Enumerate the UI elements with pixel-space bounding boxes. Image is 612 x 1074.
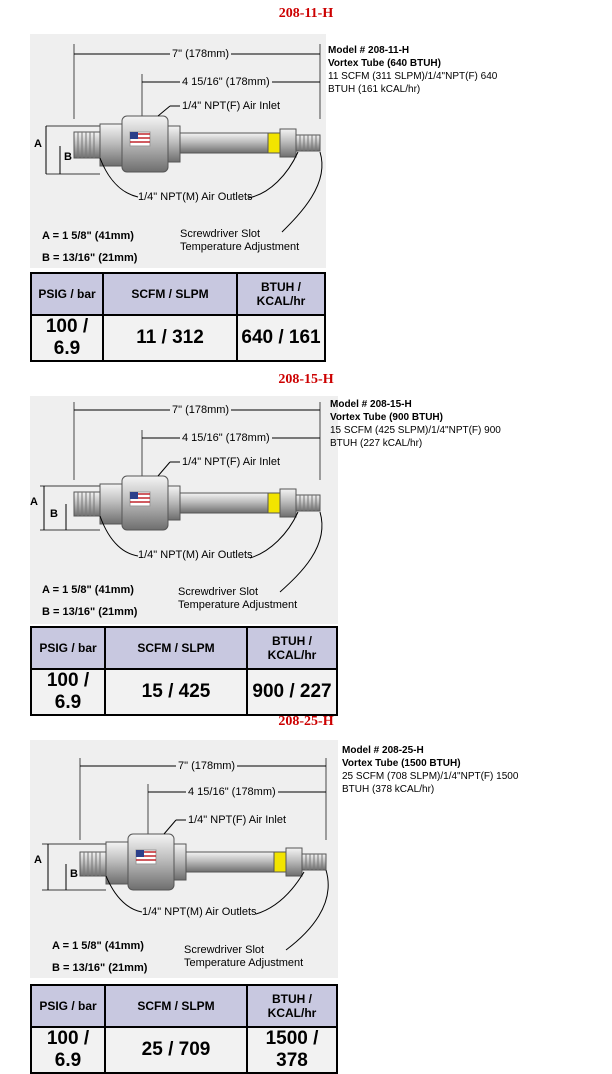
dim-a-marker: A [34, 854, 42, 866]
inner-length-label: 4 15/16" (178mm) [180, 432, 272, 444]
table-row: 100 / 6.9 25 / 709 1500 / 378 [30, 1026, 338, 1074]
length-label: 7" (178mm) [170, 48, 232, 60]
temperature-adjustment-label: Temperature Adjustment [178, 599, 298, 611]
psig-value: 100 / 6.9 [30, 668, 106, 716]
model-spec-line-2: BTUH (378 kCAL/hr) [342, 784, 435, 795]
product-section-208-11-h: 208-11-H [0, 0, 612, 362]
model-info: Model # 208-25-H Vortex Tube (1500 BTUH)… [342, 744, 542, 796]
performance-table: PSIG / bar SCFM / SLPM BTUH / KCAL/hr 10… [30, 626, 338, 716]
performance-table: PSIG / bar SCFM / SLPM BTUH / KCAL/hr 10… [30, 984, 338, 1074]
scfm-value: 25 / 709 [104, 1026, 248, 1074]
diagram-panel: 7" (178mm) 4 15/16" (178mm) 1/4" NPT(F) … [30, 396, 338, 624]
product-section-208-25-h: 208-25-H [0, 710, 612, 1074]
model-spec-line-2: BTUH (227 kCAL/hr) [330, 438, 423, 449]
btuh-value: 900 / 227 [246, 668, 338, 716]
col-btuh-header: BTUH / KCAL/hr [236, 272, 326, 316]
a-value: A = 1 5/8" (41mm) [42, 584, 134, 596]
length-label: 7" (178mm) [170, 404, 232, 416]
performance-table: PSIG / bar SCFM / SLPM BTUH / KCAL/hr 10… [30, 272, 326, 362]
dim-b-marker: B [64, 151, 72, 163]
diagram-panel: 7" (178mm) 4 15/16" (178mm) 1/4" NPT(F) … [30, 740, 338, 978]
b-value: B = 13/16" (21mm) [42, 606, 138, 618]
table-header-row: PSIG / bar SCFM / SLPM BTUH / KCAL/hr [30, 272, 326, 316]
col-scfm-header: SCFM / SLPM [102, 272, 238, 316]
table-row: 100 / 6.9 15 / 425 900 / 227 [30, 668, 338, 716]
table-header-row: PSIG / bar SCFM / SLPM BTUH / KCAL/hr [30, 626, 338, 670]
model-info: Model # 208-15-H Vortex Tube (900 BTUH) … [330, 398, 530, 450]
btuh-value: 640 / 161 [236, 314, 326, 362]
temperature-adjustment-label: Temperature Adjustment [184, 957, 304, 969]
scfm-value: 15 / 425 [104, 668, 248, 716]
diagram-panel: 7" (178mm) 4 15/16" (178mm) 1/4" NPT(F) … [30, 34, 326, 268]
inner-length-label: 4 15/16" (178mm) [180, 76, 272, 88]
air-inlet-label: 1/4" NPT(F) Air Inlet [182, 456, 281, 468]
vortex-tube-drawing [45, 44, 323, 233]
air-inlet-label: 1/4" NPT(F) Air Inlet [182, 100, 281, 112]
model-spec-line: 25 SCFM (708 SLPM)/1/4"NPT(F) 1500 [342, 771, 519, 782]
b-value: B = 13/16" (21mm) [42, 252, 138, 264]
dim-a-marker: A [30, 496, 38, 508]
col-psig-header: PSIG / bar [30, 626, 106, 670]
model-number: Model # 208-15-H [330, 399, 412, 410]
col-scfm-header: SCFM / SLPM [104, 984, 248, 1028]
dim-b-marker: B [70, 868, 78, 880]
table-header-row: PSIG / bar SCFM / SLPM BTUH / KCAL/hr [30, 984, 338, 1028]
model-spec-line: 15 SCFM (425 SLPM)/1/4"NPT(F) 900 [330, 425, 501, 436]
air-outlets-label: 1/4" NPT(M) Air Outlets [138, 191, 253, 203]
model-spec-line-2: BTUH (161 kCAL/hr) [328, 84, 421, 95]
model-info: Model # 208-11-H Vortex Tube (640 BTUH) … [328, 44, 528, 96]
screwdriver-slot-label: Screwdriver Slot [178, 586, 259, 598]
model-number: Model # 208-11-H [328, 45, 410, 56]
table-row: 100 / 6.9 11 / 312 640 / 161 [30, 314, 326, 362]
screwdriver-slot-label: Screwdriver Slot [184, 944, 265, 956]
model-description: Vortex Tube (900 BTUH) [330, 412, 443, 423]
vortex-tube-drawing [40, 402, 323, 593]
model-number: Model # 208-25-H [342, 745, 424, 756]
dim-b-marker: B [50, 508, 58, 520]
air-inlet-label: 1/4" NPT(F) Air Inlet [188, 814, 287, 826]
model-description: Vortex Tube (1500 BTUH) [342, 758, 461, 769]
section-title: 208-25-H [278, 714, 334, 729]
a-value: A = 1 5/8" (41mm) [42, 230, 134, 242]
col-psig-header: PSIG / bar [30, 272, 104, 316]
air-outlets-label: 1/4" NPT(M) Air Outlets [142, 906, 257, 918]
screwdriver-slot-label: Screwdriver Slot [180, 228, 261, 240]
model-description: Vortex Tube (640 BTUH) [328, 58, 441, 69]
col-psig-header: PSIG / bar [30, 984, 106, 1028]
scfm-value: 11 / 312 [102, 314, 238, 362]
a-value: A = 1 5/8" (41mm) [52, 940, 144, 952]
length-label: 7" (178mm) [176, 760, 238, 772]
b-value: B = 13/16" (21mm) [52, 962, 148, 974]
btuh-value: 1500 / 378 [246, 1026, 338, 1074]
product-section-208-15-h: 208-15-H [0, 368, 612, 716]
section-title: 208-11-H [278, 6, 334, 21]
col-btuh-header: BTUH / KCAL/hr [246, 984, 338, 1028]
air-outlets-label: 1/4" NPT(M) Air Outlets [138, 549, 253, 561]
vortex-tube-drawing [42, 758, 329, 951]
psig-value: 100 / 6.9 [30, 1026, 106, 1074]
col-btuh-header: BTUH / KCAL/hr [246, 626, 338, 670]
inner-length-label: 4 15/16" (178mm) [186, 786, 278, 798]
psig-value: 100 / 6.9 [30, 314, 104, 362]
temperature-adjustment-label: Temperature Adjustment [180, 241, 300, 253]
model-spec-line: 11 SCFM (311 SLPM)/1/4"NPT(F) 640 [328, 71, 498, 82]
section-title: 208-15-H [278, 372, 334, 387]
dim-a-marker: A [34, 138, 42, 150]
col-scfm-header: SCFM / SLPM [104, 626, 248, 670]
